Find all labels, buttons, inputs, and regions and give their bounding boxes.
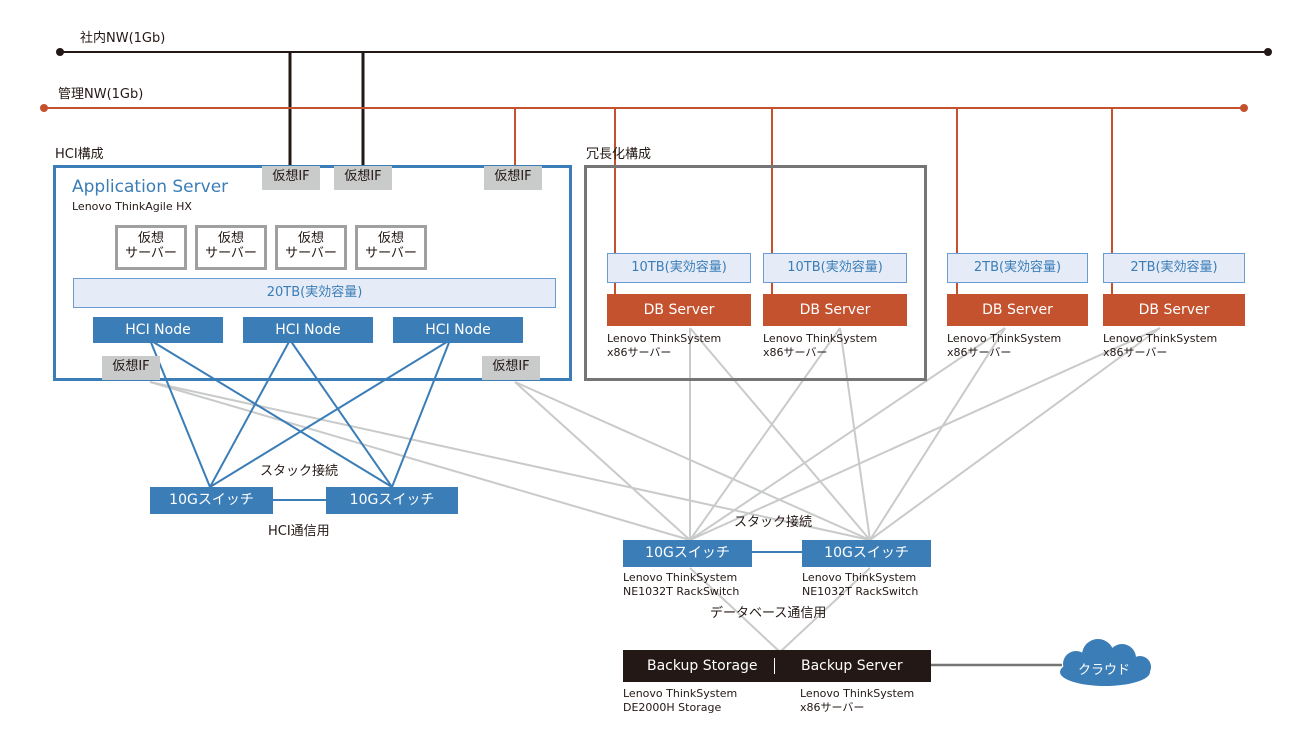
hci-links [149, 339, 802, 553]
virtual-server-line2: サーバー [125, 246, 177, 261]
db-server: DB Server [763, 294, 907, 326]
backup-bar: Backup Storage Backup Server [623, 650, 931, 682]
redundant-frame [584, 165, 927, 381]
db-switch-model: Lenovo ThinkSystem [623, 571, 738, 584]
backup-storage: Backup Storage [647, 658, 758, 674]
virtual-server-line2: サーバー [365, 246, 417, 261]
db-server: DB Server [1103, 294, 1245, 326]
db-capacity: 2TB(実効容量) [1103, 253, 1245, 283]
app-server-model: Lenovo ThinkAgile HX [72, 200, 192, 213]
db-server-model: Lenovo ThinkSystem [763, 332, 878, 345]
db-switch: 10Gスイッチ [802, 540, 931, 567]
data-links [149, 327, 1161, 653]
virtual-server-line1: 仮想 [137, 231, 164, 246]
hci-stack-label: スタック接続 [260, 464, 339, 479]
hci-node: HCI Node [393, 317, 523, 343]
virtual-server-line1: 仮想 [217, 231, 244, 246]
virtual-if: 仮想IF [262, 166, 320, 190]
virtual-server-line2: サーバー [205, 246, 257, 261]
db-server-model: x86サーバー [947, 346, 1012, 359]
virtual-server: 仮想 サーバー [115, 225, 187, 270]
db-switch-model: NE1032T RackSwitch [623, 585, 740, 598]
backup-storage-model: DE2000H Storage [623, 701, 722, 714]
db-server-model: x86サーバー [763, 346, 828, 359]
db-switch: 10Gスイッチ [623, 540, 752, 567]
cloud-icon [1060, 639, 1151, 686]
db-switch-model: NE1032T RackSwitch [802, 585, 919, 598]
db-server-model: x86サーバー [607, 346, 672, 359]
virtual-server: 仮想 サーバー [355, 225, 427, 270]
backup-server-model: Lenovo ThinkSystem [800, 687, 915, 700]
virtual-if: 仮想IF [482, 356, 540, 380]
db-server: DB Server [607, 294, 751, 326]
management-network-label: 管理NW(1Gb) [58, 87, 144, 102]
hci-section-title: HCI構成 [55, 147, 104, 162]
backup-server: Backup Server [801, 658, 903, 674]
hci-capacity: 20TB(実効容量) [73, 278, 556, 308]
hci-node: HCI Node [243, 317, 373, 343]
virtual-if: 仮想IF [484, 166, 542, 190]
db-server-model: Lenovo ThinkSystem [607, 332, 722, 345]
db-stack-label: スタック接続 [734, 515, 813, 530]
virtual-server: 仮想 サーバー [275, 225, 347, 270]
redundant-section-title: 冗長化構成 [586, 147, 652, 162]
virtual-server-line1: 仮想 [297, 231, 324, 246]
db-server-model: Lenovo ThinkSystem [1103, 332, 1218, 345]
hci-purpose: HCI通信用 [268, 524, 330, 539]
db-server-model: Lenovo ThinkSystem [947, 332, 1062, 345]
hci-node: HCI Node [93, 317, 223, 343]
cloud-label: クラウド [1078, 663, 1131, 678]
db-switch-model: Lenovo ThinkSystem [802, 571, 917, 584]
db-capacity: 10TB(実効容量) [763, 253, 907, 283]
db-server-model: x86サーバー [1103, 346, 1168, 359]
virtual-server-line2: サーバー [285, 246, 337, 261]
db-capacity: 2TB(実効容量) [947, 253, 1088, 283]
db-server: DB Server [947, 294, 1088, 326]
virtual-if: 仮想IF [102, 356, 160, 380]
backup-storage-model: Lenovo ThinkSystem [623, 687, 738, 700]
virtual-server-line1: 仮想 [377, 231, 404, 246]
backup-divider [774, 658, 775, 674]
hci-switch: 10Gスイッチ [150, 487, 273, 514]
hci-frame [53, 165, 572, 381]
virtual-if: 仮想IF [334, 166, 392, 190]
hci-switch: 10Gスイッチ [326, 487, 458, 514]
virtual-server: 仮想 サーバー [195, 225, 267, 270]
backup-server-model: x86サーバー [800, 701, 865, 714]
app-server-title: Application Server [72, 177, 229, 197]
corporate-network-label: 社内NW(1Gb) [80, 31, 166, 46]
db-capacity: 10TB(実効容量) [607, 253, 751, 283]
db-purpose: データベース通信用 [710, 606, 827, 621]
